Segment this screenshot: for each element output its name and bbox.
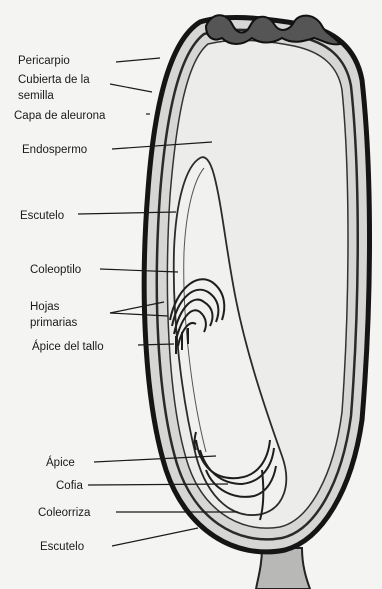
label-coleoptilo: Coleoptilo: [30, 264, 81, 276]
label-aleurona: Capa de aleurona: [14, 110, 106, 122]
label-cubierta-line1: Cubierta de la: [18, 74, 90, 86]
label-endospermo: Endospermo: [22, 144, 87, 156]
label-pericarpio: Pericarpio: [18, 55, 70, 67]
label-escutelo-top: Escutelo: [20, 210, 64, 222]
label-coleorriza: Coleorriza: [38, 507, 91, 519]
label-cubierta-line2: semilla: [18, 90, 54, 102]
label-cofia: Cofia: [56, 480, 83, 492]
label-hojas-line1: Hojas: [30, 301, 60, 313]
label-hojas-line2: primarias: [30, 317, 78, 329]
label-apice: Ápice: [46, 456, 75, 469]
label-apice-tallo: Ápice del tallo: [32, 340, 104, 353]
label-escutelo-bottom: Escutelo: [40, 541, 84, 553]
